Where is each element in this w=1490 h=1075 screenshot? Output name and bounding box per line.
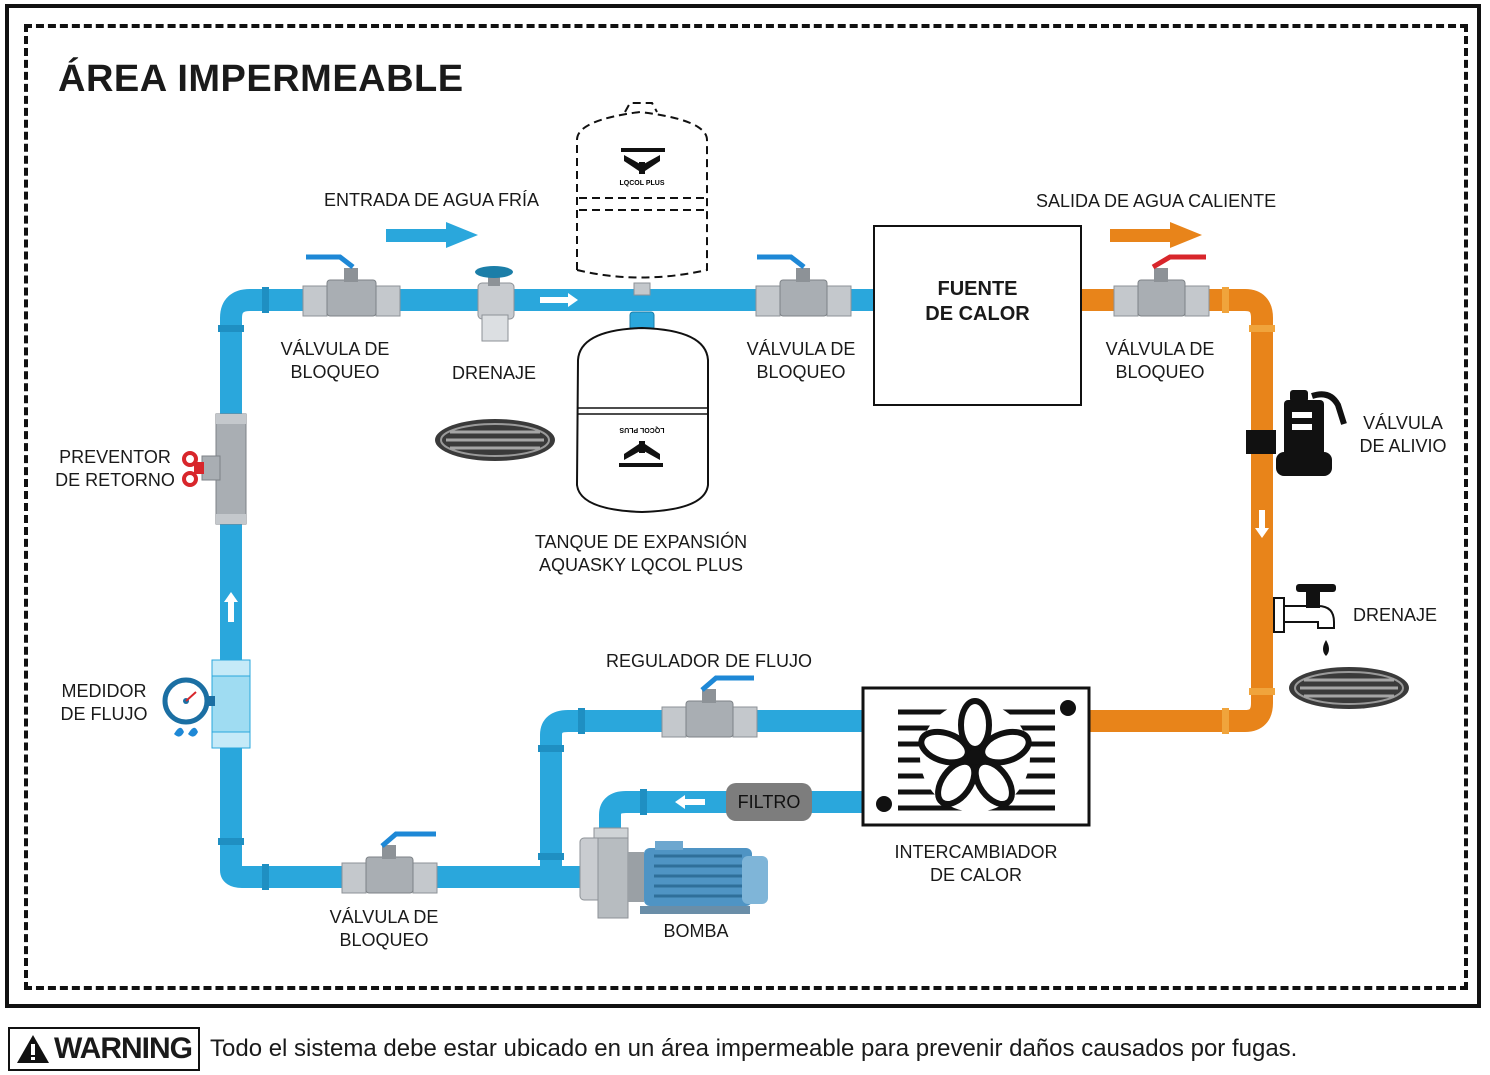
flow-regulator-label: REGULADOR DE FLUJO [606,651,813,671]
drain-right-label: DRENAJE [1352,605,1437,625]
pump-label: BOMBA [663,921,729,941]
drain-top-label: DRENAJE [451,363,536,383]
direction-arrows [224,293,1269,809]
page-title: ÁREA IMPERMEABLE [58,58,464,100]
hot-outlet-label: SALIDA DE AGUA CALIENTE [1036,191,1277,211]
backflow-preventer[interactable] [182,413,247,525]
tank-brand-top: LQCOL PLUS [620,180,665,187]
tank-brand-bottom: LQCOL PLUS [619,426,664,433]
filter-label: FILTRO [738,792,801,812]
drain-spigot-top[interactable] [475,266,515,342]
tank-neck-top [633,282,651,296]
shutoff-valve-bottom[interactable] [341,831,438,894]
heat-exchanger [861,686,1091,827]
hot-pipe-couplings [1222,287,1275,734]
shutoff-valve-top-right[interactable] [1113,254,1210,317]
waterproof-area-border [24,24,1468,990]
warning-triangle-icon [17,1035,49,1063]
flow-regulator-valve[interactable] [661,675,758,738]
tank-logo-top [621,148,665,174]
expansion-tank: LQCOL PLUS [575,311,709,514]
outer-frame [5,4,1481,1008]
warning-badge: WARNING [8,1027,200,1071]
relief-valve[interactable] [1246,390,1347,476]
shutoff-valve-top-mid[interactable] [755,254,852,317]
warning-text: Todo el sistema debe estar ubicado en un… [210,1035,1298,1062]
cold-inlet-label: ENTRADA DE AGUA FRÍA [324,190,540,210]
warning-badge-text: WARNING [54,1032,193,1065]
cold-pipe-loop [220,289,875,888]
shutoff-valve-top-left[interactable] [302,254,401,317]
heat-source-box [873,225,1082,406]
filter [726,783,812,821]
cold-pipe-couplings [218,287,647,890]
warning-footer: WARNING Todo el sistema debe estar ubica… [8,1026,1297,1072]
floor-drain-top [435,419,555,461]
inlet-arrow [386,222,478,248]
expansion-tank-outline-top [576,102,708,279]
floor-drain-right [1289,667,1409,709]
flow-meter [162,659,251,749]
drain-spigot-right[interactable] [1273,584,1336,656]
outlet-arrow [1110,222,1202,248]
pump [579,827,768,919]
